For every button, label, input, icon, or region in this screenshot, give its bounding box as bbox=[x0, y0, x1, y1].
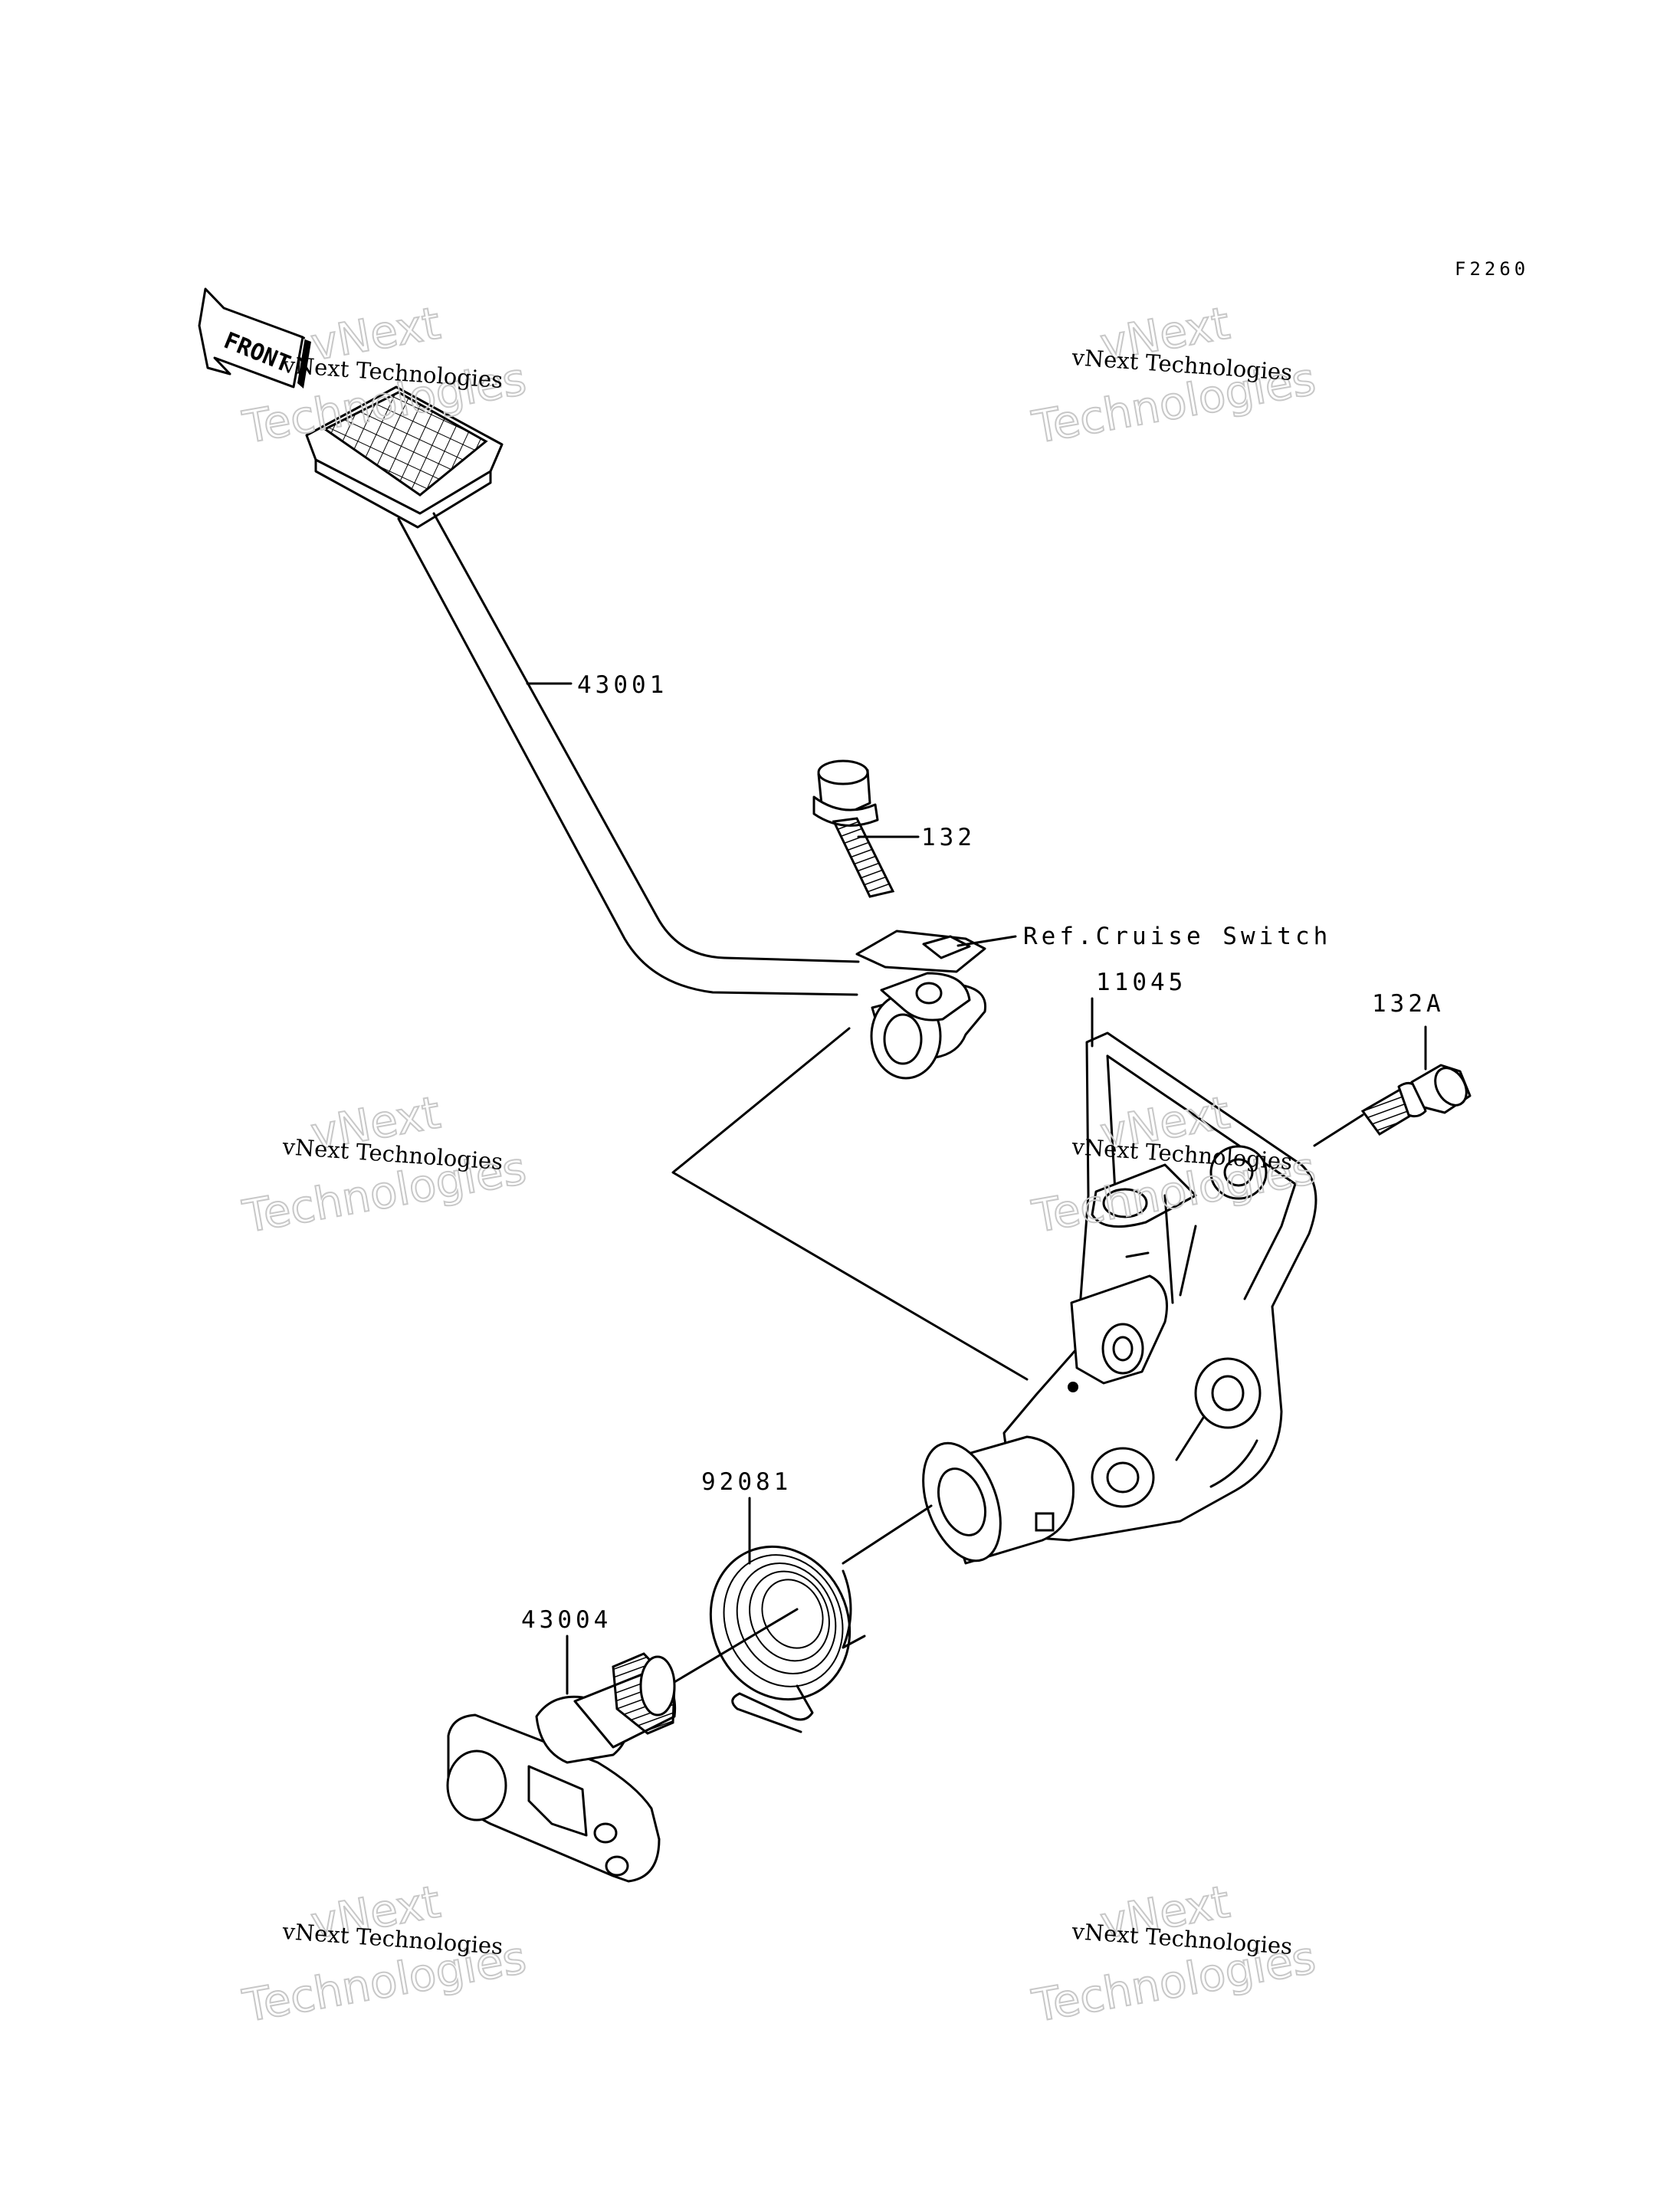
watermark-bottom-left: vNext Technologies vNext Technologies bbox=[238, 1874, 531, 2033]
bolt-132 bbox=[812, 759, 895, 898]
brake-pedal-43001 bbox=[305, 385, 860, 996]
bracket-11045 bbox=[922, 1031, 1317, 1565]
ref-cruise-switch-label: Ref.Cruise Switch bbox=[1023, 923, 1331, 950]
shaft-43004 bbox=[446, 1652, 677, 1883]
part-label-132a: 132A bbox=[1372, 990, 1445, 1018]
part-label-43004: 43004 bbox=[521, 1606, 612, 1634]
watermark-bottom-right: vNext Technologies vNext Technologies bbox=[1028, 1874, 1321, 2033]
watermark-top-right: vNext Technologies vNext Technologies bbox=[1028, 296, 1321, 454]
watermark-middle-right: vNext Technologies vNext Technologies bbox=[1028, 1085, 1321, 1244]
part-label-132: 132 bbox=[921, 824, 976, 851]
spring-92081 bbox=[709, 1545, 866, 1733]
pedal-clamp bbox=[870, 972, 987, 1080]
figure-code: F2260 bbox=[1455, 258, 1529, 280]
front-arrow-icon: FRONT bbox=[198, 287, 311, 389]
cruise-switch-bracket bbox=[855, 930, 986, 973]
bolt-132a bbox=[1360, 1064, 1472, 1136]
watermark-middle-left: vNext Technologies vNext Technologies bbox=[238, 1085, 531, 1244]
part-label-11045: 11045 bbox=[1096, 969, 1186, 996]
part-label-43001: 43001 bbox=[577, 671, 668, 699]
leader-lines bbox=[526, 682, 1427, 1695]
part-label-92081: 92081 bbox=[701, 1468, 792, 1496]
